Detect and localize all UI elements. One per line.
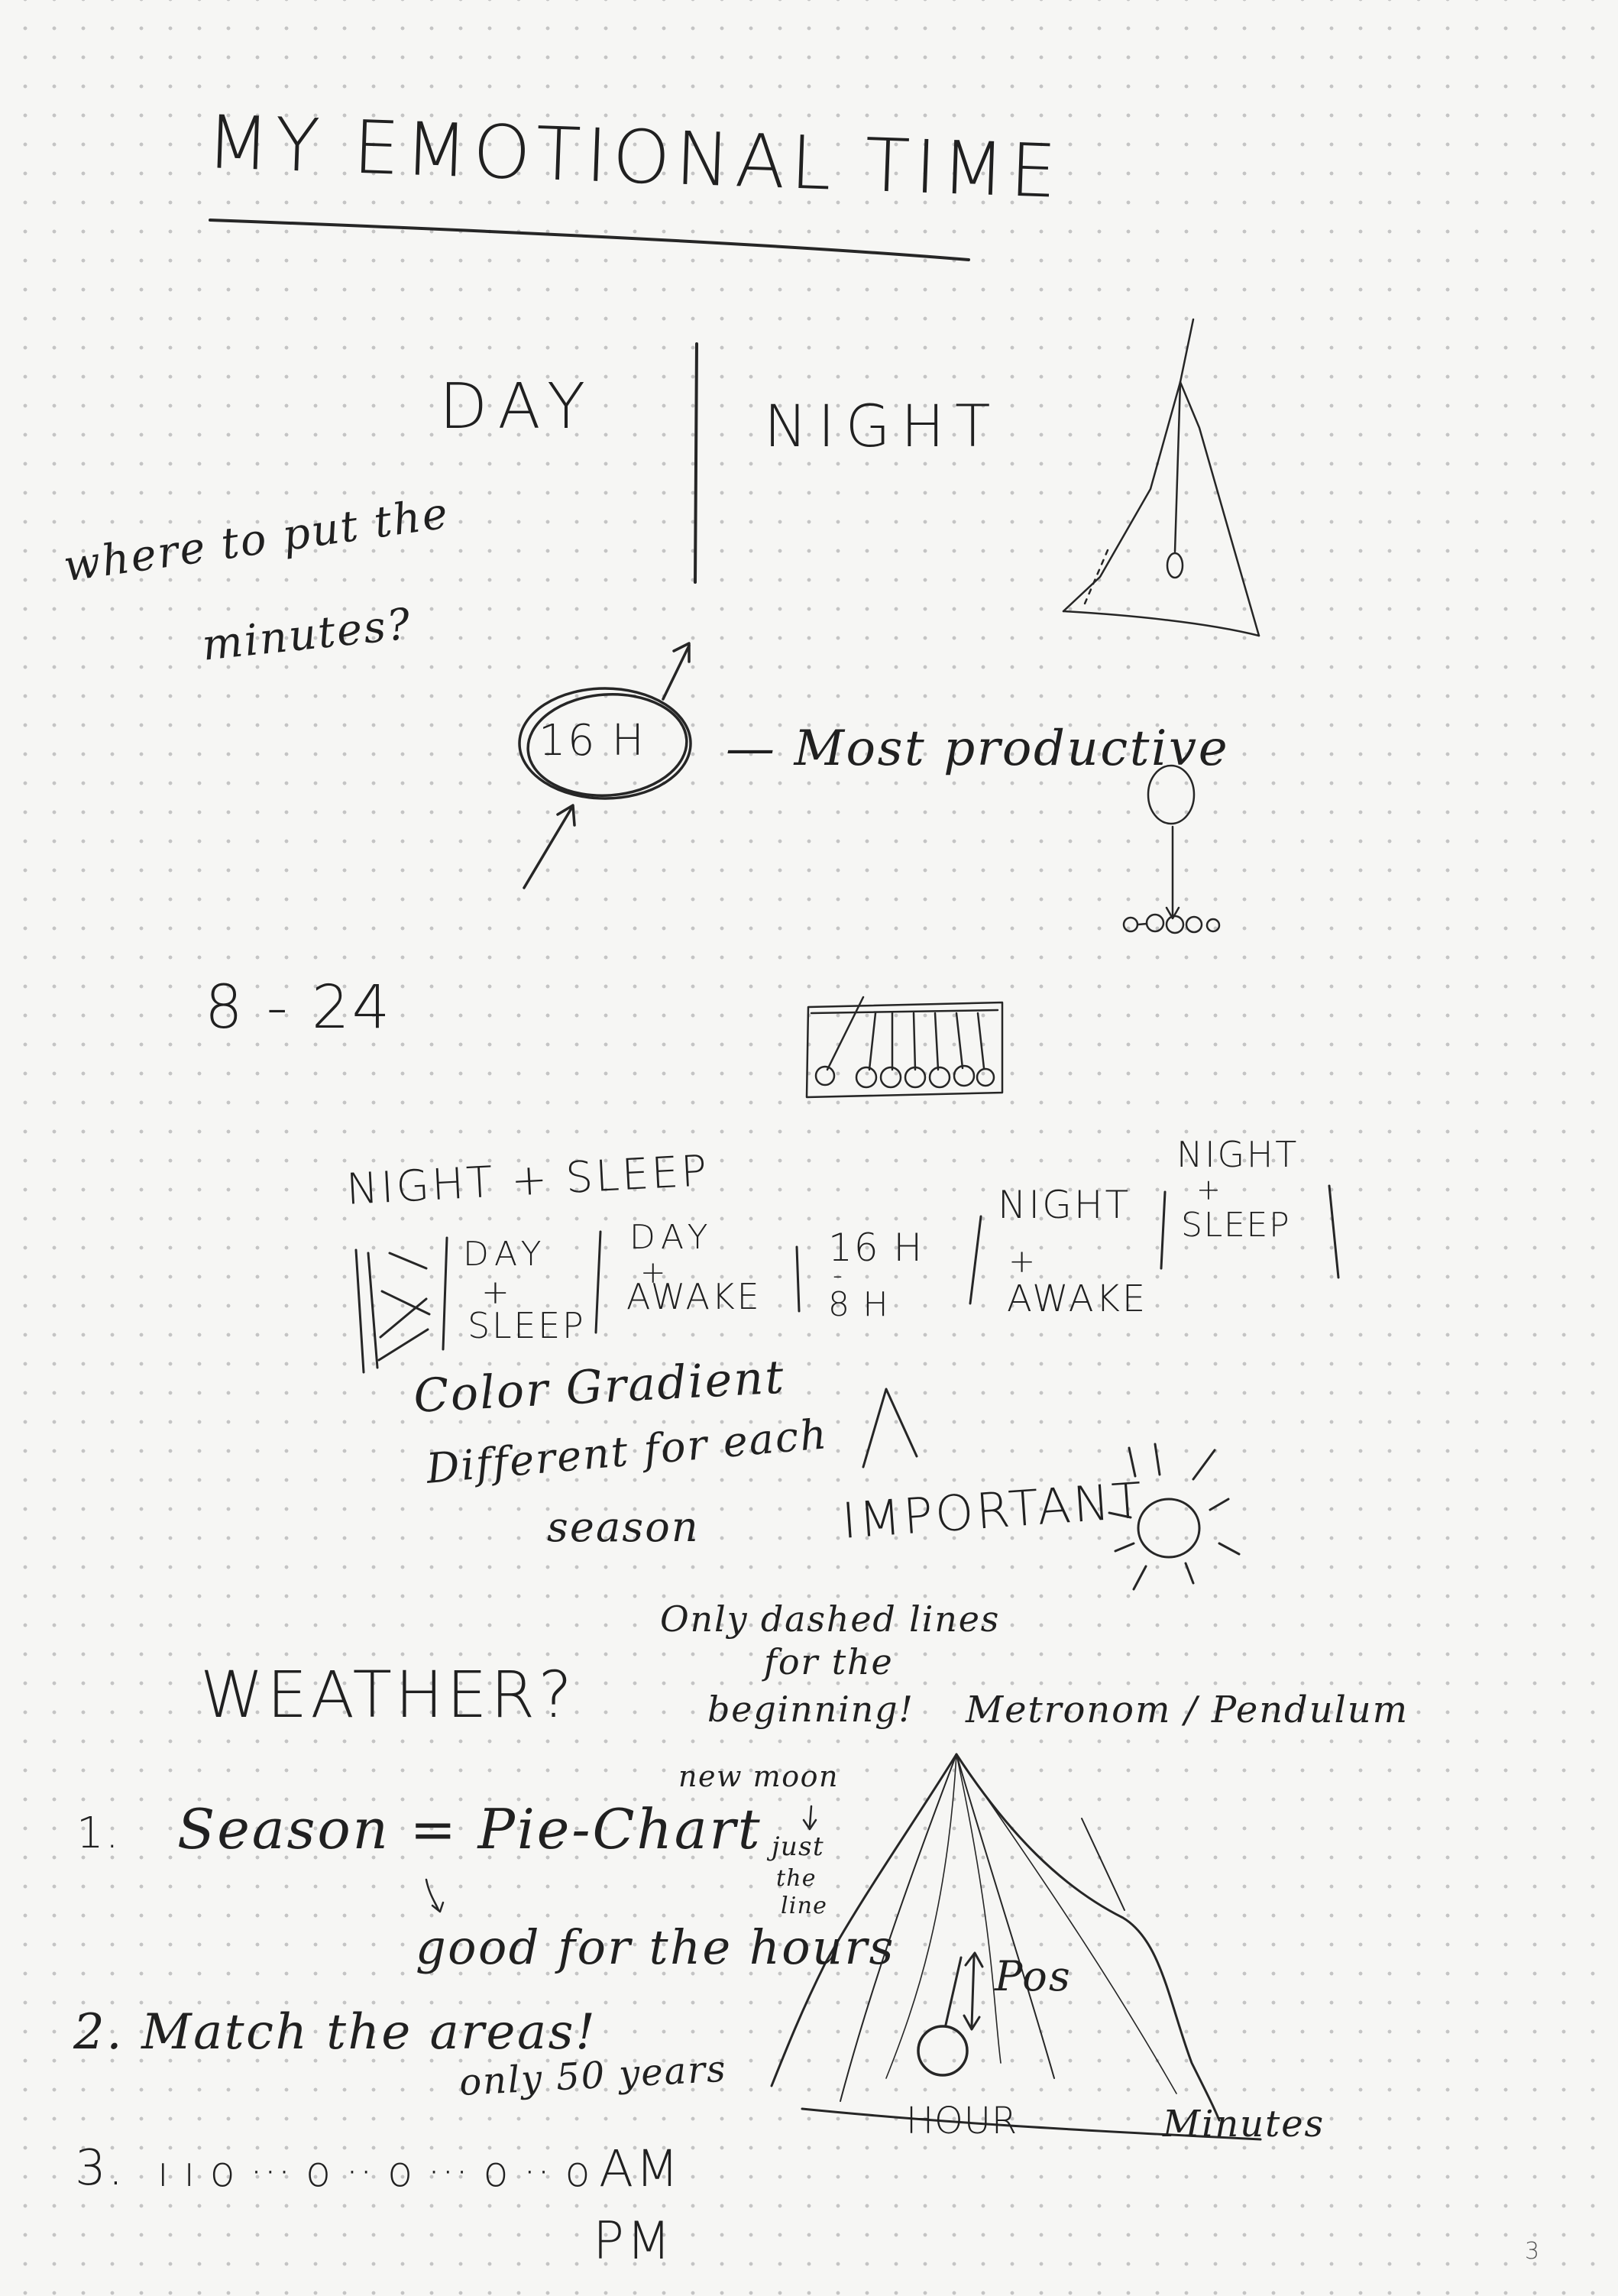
metronome-sketch	[770, 1753, 1262, 2141]
note-dashed-2: for the	[764, 1641, 894, 1682]
segment-night-awake-3: AWAKE	[1007, 1278, 1148, 1320]
label-day: DAY	[439, 371, 597, 443]
sun-sketch	[1108, 1443, 1241, 1591]
metronome-title: Metronom / Pendulum	[966, 1689, 1409, 1731]
note-just-line-1: just	[772, 1831, 824, 1862]
segment-16h-1: 16 H	[828, 1226, 924, 1270]
most-productive-label: — Most productive	[726, 721, 1230, 777]
note-new-moon: new moon	[678, 1760, 839, 1793]
newtons-cradle-sketch	[805, 996, 1004, 1099]
label-pm: PM	[593, 2211, 674, 2272]
metronome-pos-label: Pos	[995, 1952, 1072, 2000]
note-dashed-1: Only dashed lines	[660, 1598, 1001, 1640]
pendulum-ball-sketch	[1122, 764, 1221, 934]
circled-16h-drawing	[518, 642, 692, 889]
note-dashed-3: beginning!	[707, 1689, 914, 1730]
metronome-minutes-label: Minutes	[1163, 2103, 1325, 2145]
hour-circle-label: 16 H	[539, 716, 646, 766]
list-item-2: 2. Match the areas!	[73, 2004, 597, 2061]
hours-range: 8 - 24	[205, 973, 393, 1042]
segment-day-sleep-3: SLEEP	[468, 1305, 586, 1346]
segment-night-awake-2: +	[1008, 1242, 1041, 1280]
list-item-1-sub: good for the hours	[416, 1919, 895, 1975]
label-night: NIGHT	[764, 392, 1002, 460]
note-arrows	[425, 1805, 817, 1913]
segment-day-sleep-2: +	[481, 1273, 516, 1312]
list-item-3-number: 3.	[75, 2140, 126, 2197]
segment-day-sleep-1: DAY	[463, 1235, 548, 1274]
segment-night-sleep-2: +	[1196, 1173, 1226, 1206]
segment-16h-3: 8 H	[828, 1285, 890, 1324]
segment-night-sleep-3: SLEEP	[1181, 1206, 1291, 1245]
page-number: 3	[1525, 2238, 1541, 2265]
segment-night-awake-1: NIGHT	[998, 1183, 1131, 1227]
list-item-1-number: 1.	[76, 1809, 121, 1858]
heading-weather: WEATHER?	[200, 1657, 576, 1732]
note-just-line-2: the	[776, 1865, 817, 1892]
segment-day-awake-2: +	[640, 1255, 671, 1290]
title-underline	[209, 219, 970, 261]
metronome-hour-label: HOUR	[906, 2100, 1018, 2142]
list-item-1: Season = Pie-Chart	[177, 1797, 762, 1861]
segment-night-sleep-1: NIGHT	[1176, 1134, 1299, 1175]
segment-separators	[354, 1184, 1340, 1374]
note-different-season-2: season	[547, 1503, 700, 1551]
segment-day-awake-1: DAY	[629, 1218, 714, 1257]
label-am: AM	[599, 2139, 681, 2198]
list-item-3-timeline: ı ı o ··· o ·· o ··· o ·· o	[157, 2148, 591, 2196]
segment-16h-2: -	[833, 1260, 844, 1291]
day-night-divider	[694, 342, 698, 584]
caret-arrow	[862, 1388, 918, 1469]
note-just-line-3: line	[781, 1893, 828, 1919]
pendulum-triangle-top	[1062, 318, 1260, 637]
segment-day-awake-3: AWAKE	[626, 1276, 762, 1317]
